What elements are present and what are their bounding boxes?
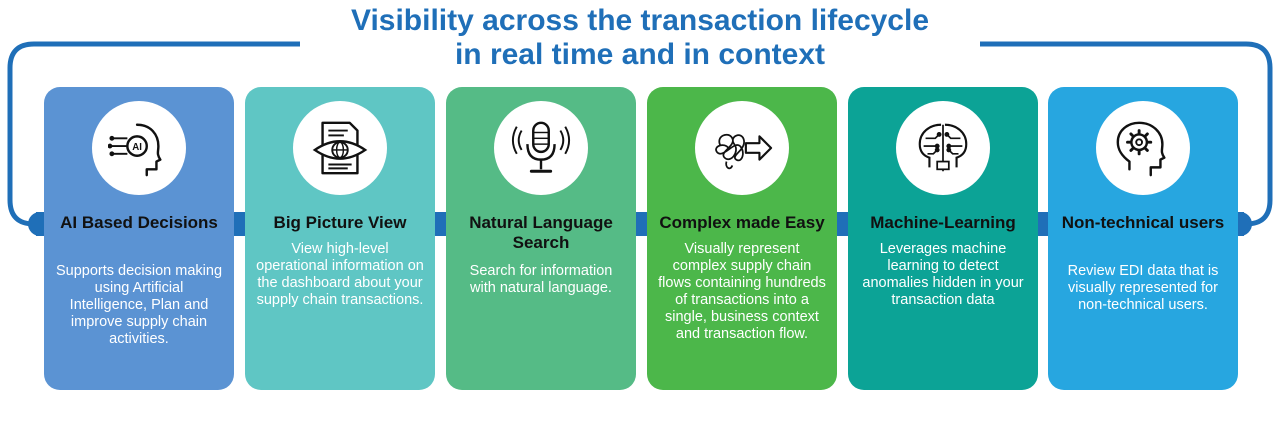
card-natural-language-search: Natural Language Search Search for infor… [446,87,636,390]
gear-head-icon [1116,121,1166,177]
card-non-technical-users: Non-technical users Review EDI data that… [1048,87,1238,390]
svg-text:AI: AI [132,142,142,153]
icon-circle [896,101,990,195]
card-machine-learning: Machine-Learning Leverages machine learn… [848,87,1038,390]
title-line-1: Visibility across the transaction lifecy… [350,4,930,37]
card-title: Non-technical users [1061,213,1225,232]
card-title: Complex made Easy [659,213,825,232]
circuit-brain-icon [918,123,968,172]
card-description: Search for information with natural lang… [469,263,613,296]
card-description: View high-level operational information … [256,241,424,308]
card-description: Leverages machine learning to detect ano… [862,241,1024,308]
icon-circle [494,101,588,195]
card-ai-based-decisions: AI AI Based Decisions Supports decision … [44,87,234,390]
card-title: AI Based Decisions [60,213,218,232]
card-title: Machine-Learning [870,213,1016,232]
icon-circle [1096,101,1190,195]
title-line-2: in real time and in context [454,38,826,71]
tangle-to-arrow-icon [715,133,773,170]
card-complex-made-easy: Complex made Easy Visually represent com… [647,87,837,390]
document-globe-icon [312,121,368,175]
microphone-icon [511,121,571,173]
page-title: Visibility across the transaction lifecy… [300,4,980,72]
card-title: Natural Language Search [469,213,613,252]
icon-circle: AI [92,101,186,195]
card-description: Review EDI data that is visually represe… [1067,263,1219,313]
card-description: Supports decision making using Artificia… [55,263,223,347]
card-description: Visually represent complex supply chain … [658,241,826,342]
card-title: Big Picture View [273,213,407,232]
card-big-picture-view: Big Picture View View high-level operati… [245,87,435,390]
ai-head-icon: AI [108,123,162,177]
icon-circle [293,101,387,195]
icon-circle [695,101,789,195]
